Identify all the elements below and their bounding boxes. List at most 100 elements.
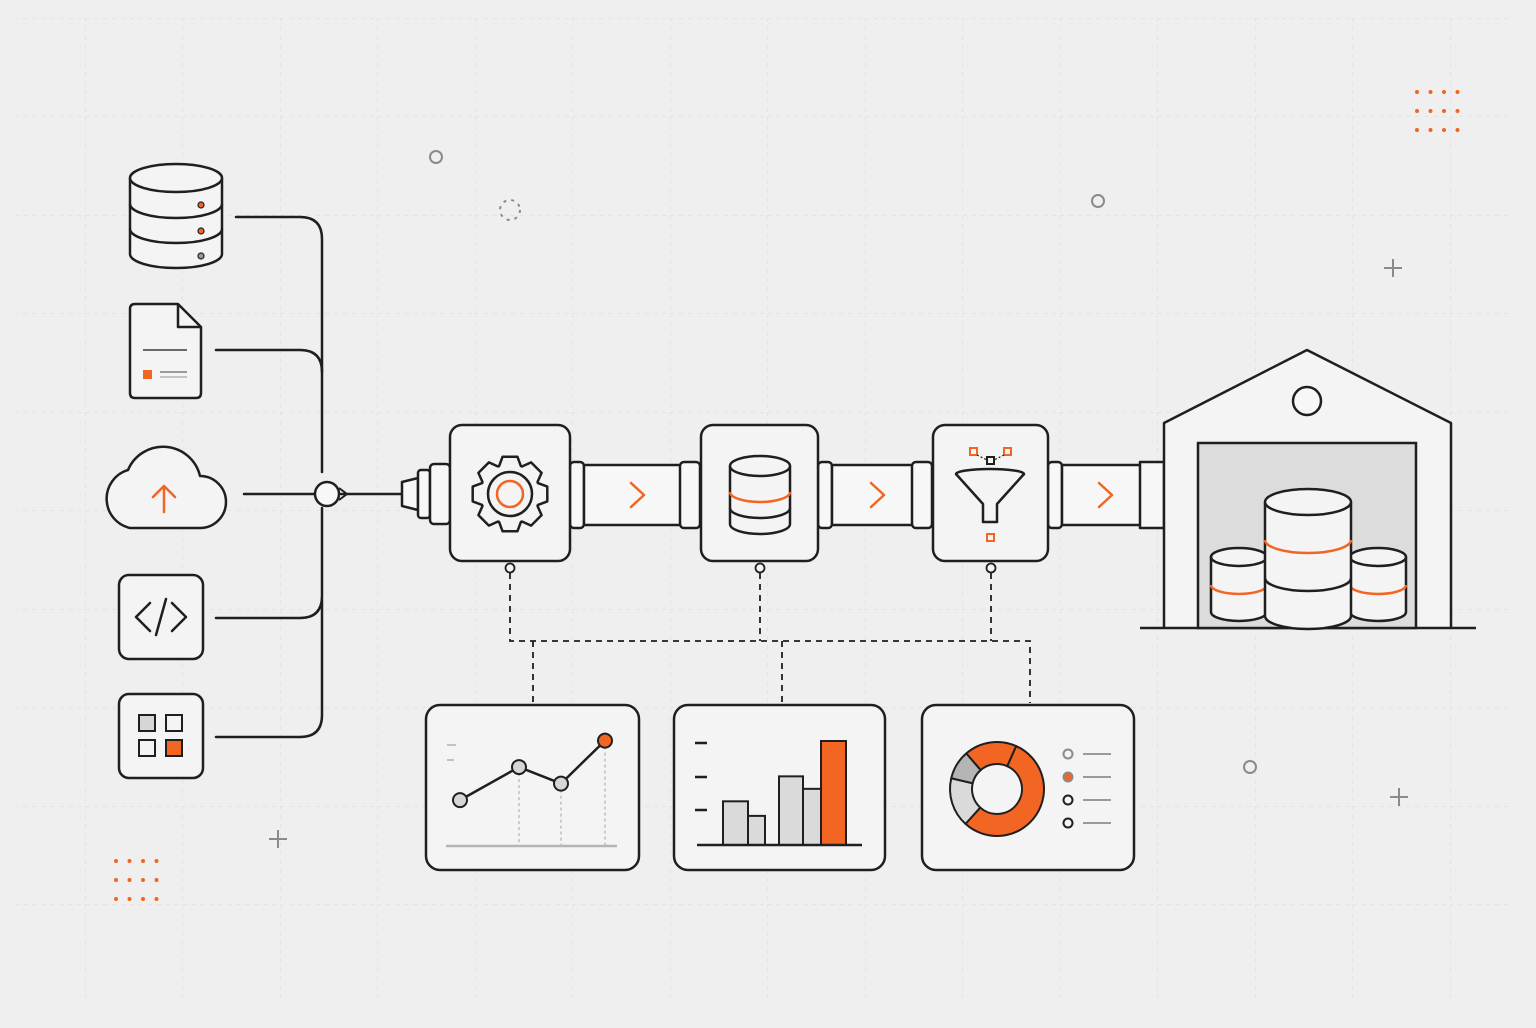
connector-document <box>214 348 324 374</box>
source-apps-grid-icon <box>117 692 205 780</box>
dashboard-bar-chart <box>672 703 887 872</box>
deco-dot <box>127 878 132 882</box>
connector-apps <box>214 598 324 739</box>
line-chart-point <box>511 759 527 776</box>
pipe-flange <box>910 460 934 530</box>
deco-plus <box>1390 788 1408 806</box>
line-chart-icon <box>452 732 613 846</box>
deco-dot <box>1455 128 1460 132</box>
pipe-flange <box>816 460 834 530</box>
pipe-flange <box>428 462 452 526</box>
donut-chart-icon <box>949 741 1045 837</box>
decorations <box>269 150 1408 848</box>
pipe-flange <box>416 468 432 520</box>
donut-legend <box>1062 748 1111 829</box>
bar-chart-bar <box>722 800 749 847</box>
status-dot <box>197 227 205 235</box>
source-cloud-upload-icon <box>105 445 228 530</box>
database-top <box>128 162 224 194</box>
pipe-segment <box>1060 463 1144 527</box>
deco-dot <box>114 859 118 863</box>
deco-dot <box>1442 128 1446 132</box>
deco-circle <box>429 150 443 164</box>
junction-hub <box>313 480 341 508</box>
source-database-icon <box>128 162 224 270</box>
deco-dot <box>114 878 118 882</box>
source-document-icon <box>128 302 203 400</box>
line-chart-point <box>452 792 468 809</box>
upload-arrow-icon <box>151 484 177 514</box>
stage-filter-funnel <box>931 423 1050 563</box>
deco-dot <box>1415 90 1419 94</box>
deco-dot <box>127 897 132 901</box>
dashboard-line-chart <box>424 703 641 872</box>
destination-data-warehouse <box>1140 348 1476 631</box>
line-chart-point <box>597 732 613 749</box>
deco-dot <box>1428 109 1433 113</box>
gear-ring <box>486 470 534 518</box>
status-dot <box>197 252 205 260</box>
bar-chart-bar <box>820 740 847 846</box>
status-dot <box>197 201 205 209</box>
probe-nodes <box>504 562 997 574</box>
deco-dot <box>1442 109 1446 113</box>
pipe-outlet <box>1138 460 1166 530</box>
deco-dot <box>1455 109 1460 113</box>
flow-arrow-icon <box>869 481 886 509</box>
pipe-flange <box>678 460 702 530</box>
line-chart-series <box>459 739 606 802</box>
bar-chart-bar <box>747 814 766 847</box>
pipe-flange <box>1046 460 1064 530</box>
deco-dot <box>141 897 145 901</box>
funnel-icon <box>954 447 1026 542</box>
deco-dot <box>154 878 159 882</box>
deco-dot <box>1442 90 1446 94</box>
deco-dot-grid-bottom-left <box>114 859 159 901</box>
deco-dot-grid-top-right <box>1415 90 1460 132</box>
gear-teeth <box>471 455 549 533</box>
deco-dot <box>1428 128 1433 132</box>
stage-process-gear <box>448 423 572 563</box>
pipe-segment <box>582 463 686 527</box>
bar-chart-bar <box>778 775 804 846</box>
deco-dot <box>154 897 159 901</box>
pipe-flange <box>568 460 586 530</box>
donut-segment <box>965 741 1018 772</box>
warehouse-vent-icon <box>1291 385 1323 417</box>
deco-dot <box>1455 90 1460 94</box>
flow-arrow-icon <box>629 481 646 509</box>
deco-dot <box>141 859 145 863</box>
stored-database-stack-icon <box>1209 487 1408 631</box>
donut-segment <box>964 745 1045 837</box>
hub-arrow-icon <box>338 487 349 501</box>
flow-arrow-icon <box>1097 481 1114 509</box>
deco-dot <box>114 897 118 901</box>
bar-chart-icon <box>722 740 847 847</box>
deco-dot <box>141 878 145 882</box>
dashboard-donut-chart <box>920 703 1136 872</box>
deco-plus <box>1384 259 1402 277</box>
deco-dot <box>127 859 132 863</box>
bar-chart-bar <box>802 787 822 847</box>
pipe-segment <box>830 463 916 527</box>
connector-database <box>234 215 324 474</box>
accent-square <box>143 370 152 379</box>
source-connectors <box>214 215 404 739</box>
deco-dot <box>1428 90 1433 94</box>
pipeline <box>400 460 1166 530</box>
gear-icon <box>471 455 549 533</box>
deco-dot <box>1415 109 1419 113</box>
deco-circle <box>1243 760 1257 774</box>
pipe-inlet <box>400 476 420 512</box>
connector-code <box>214 506 324 620</box>
database-bands <box>128 203 224 245</box>
database-body <box>128 178 224 270</box>
source-code-icon <box>117 573 205 661</box>
database-icon <box>728 454 792 536</box>
flow-arrows <box>629 481 1114 509</box>
deco-plus <box>269 830 287 848</box>
line-chart-point <box>553 775 569 792</box>
gear-hub <box>495 479 525 509</box>
